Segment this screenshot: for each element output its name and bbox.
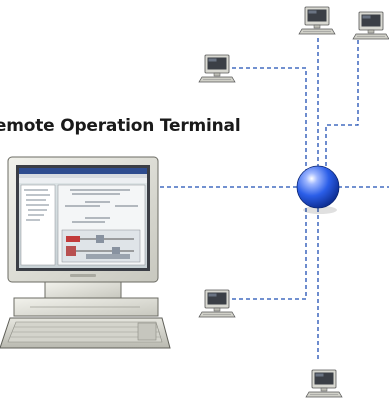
link-pc-top-right bbox=[325, 40, 359, 168]
computer-bottom-center-icon bbox=[305, 369, 343, 398]
link-pc-bottom-left bbox=[232, 205, 307, 300]
remote-operation-terminal-label: Remote Operation Terminal bbox=[0, 116, 241, 136]
computer-bottom-left-icon bbox=[198, 289, 236, 318]
computer-top-center-icon bbox=[298, 6, 336, 35]
computer-top-right-icon bbox=[352, 11, 389, 40]
network-hub bbox=[296, 165, 340, 214]
computer-top-left-icon bbox=[198, 54, 236, 83]
link-pc-top-left bbox=[232, 67, 307, 170]
network-links bbox=[160, 38, 389, 360]
main-terminal-computer-icon bbox=[0, 156, 171, 349]
